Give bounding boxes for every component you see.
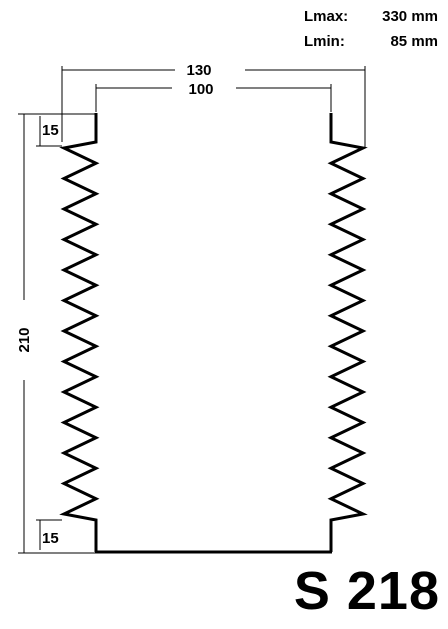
part-code: S 218: [293, 561, 440, 621]
bottom-collar-label: 15: [42, 530, 59, 547]
lmax-value: 330 mm: [382, 8, 438, 25]
lmax-spec: Lmax: 330 mm: [304, 8, 438, 25]
height-dimension: [18, 113, 95, 554]
lmin-spec: Lmin: 85 mm: [304, 33, 438, 50]
bellows-left-profile: [59, 113, 100, 552]
outer-width-label: 130: [186, 62, 211, 79]
lmax-label: Lmax:: [304, 8, 349, 25]
lmin-value: 85 mm: [390, 33, 438, 50]
top-collar-dimension: [36, 116, 62, 147]
outer-width-dimension: [61, 66, 366, 148]
lmin-label: Lmin:: [304, 33, 345, 50]
bottom-collar-dimension: [36, 519, 62, 550]
inner-width-label: 100: [188, 81, 213, 98]
top-collar-label: 15: [42, 122, 59, 139]
bellows-right-profile: [327, 113, 368, 552]
height-label: 210: [16, 327, 33, 352]
inner-width-dimension: [95, 84, 332, 112]
